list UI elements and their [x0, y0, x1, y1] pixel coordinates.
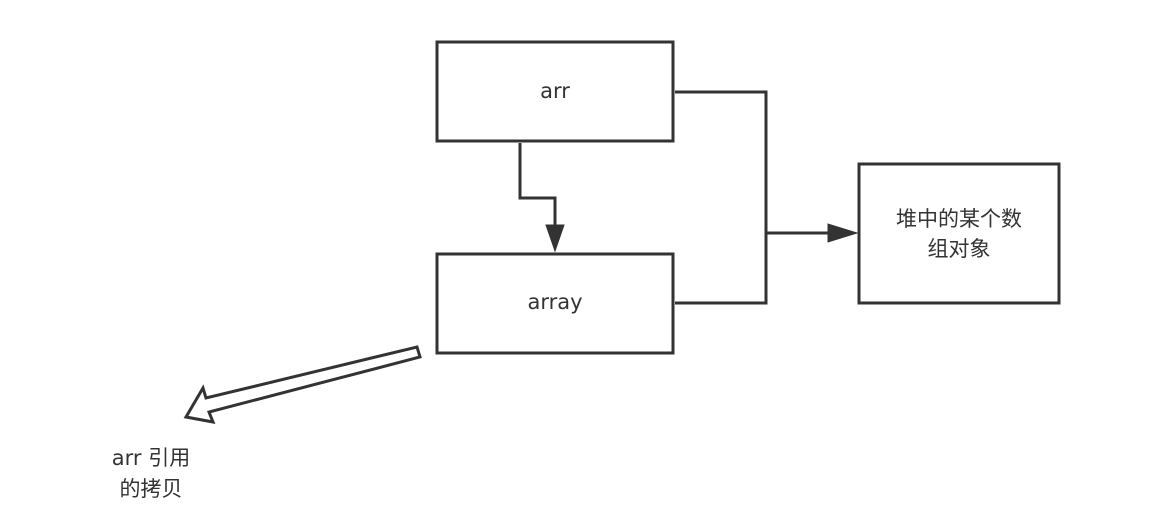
node-arr[interactable]: arr: [435, 40, 675, 143]
node-array-box: [435, 252, 675, 355]
edge-array-to-heap-line: [675, 233, 768, 305]
node-array-label: array: [527, 290, 582, 314]
hollow-arrow-icon: [183, 345, 422, 424]
node-heap-object-label-line1: 堆中的某个数: [896, 207, 1022, 231]
node-heap-object[interactable]: 堆中的某个数 组对象: [857, 162, 1061, 305]
copy-note: arr 引用 的拷贝: [112, 446, 190, 501]
edge-arr-to-array-line: [518, 143, 557, 226]
copy-note-line1: arr 引用: [112, 446, 190, 470]
edge-arr-to-array[interactable]: [518, 143, 565, 253]
edge-array-to-heap-object[interactable]: [675, 233, 768, 305]
edge-arr-to-heap-object[interactable]: [675, 90, 768, 233]
copy-note-line2: 的拷贝: [120, 477, 183, 501]
edge-arr-to-heap-line: [675, 90, 768, 233]
node-heap-object-label-line2: 组对象: [928, 237, 991, 261]
node-array[interactable]: array: [435, 252, 675, 355]
copy-pointer-arrow[interactable]: [183, 345, 422, 424]
edge-merged-to-heap-object[interactable]: [766, 223, 859, 243]
edge-arr-to-array-arrowhead: [545, 224, 565, 253]
node-arr-box: [435, 40, 675, 143]
edge-merged-arrowhead: [827, 223, 859, 243]
node-arr-label: arr: [540, 79, 570, 103]
node-heap-object-box: [857, 162, 1061, 305]
